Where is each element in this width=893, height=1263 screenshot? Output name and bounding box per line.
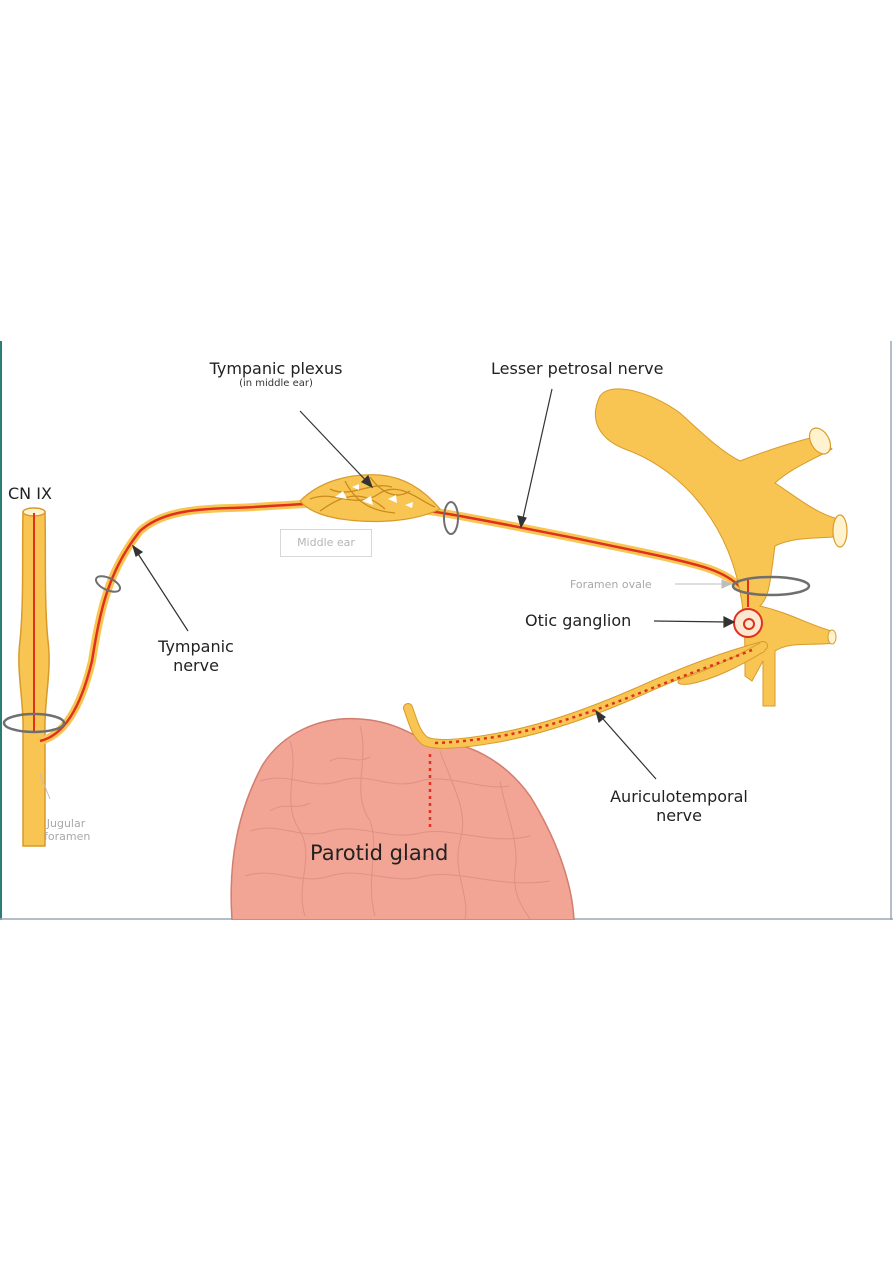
diagram-panel: CN IX Tympanic plexus (in middle ear) Le… xyxy=(0,341,893,920)
parotid-gland xyxy=(230,717,575,920)
otic-ganglion-label: Otic ganglion xyxy=(525,611,632,630)
jugular-foramen-line1: Jugular xyxy=(46,817,86,830)
tympanic-plexus-arrowhead xyxy=(360,474,374,489)
auriculotemporal-label: Auriculotemporal nerve xyxy=(594,787,764,825)
otic-ganglion-pointer xyxy=(653,620,729,623)
tympanic-nerve-path xyxy=(36,498,744,745)
auriculotemporal-arrowhead xyxy=(594,709,607,724)
auriculotemporal-nerve xyxy=(403,641,768,829)
preganglionic-fiber xyxy=(39,501,741,743)
foramen-ovale-arrowhead xyxy=(721,579,733,589)
foramen-ovale-ring xyxy=(731,575,811,597)
tympanic-nerve-line2: nerve xyxy=(173,656,219,676)
tympanic-nerve-arrowhead xyxy=(131,544,144,557)
cn-ix-label: CN IX xyxy=(8,484,52,503)
lesser-petrosal-arrowhead xyxy=(517,515,527,529)
jugular-foramen-label: Jugular foramen xyxy=(44,817,91,844)
otic-ganglion-arrowhead xyxy=(723,616,736,628)
lesser-petrosal-pointer xyxy=(520,388,553,528)
tympanic-plexus-pointer xyxy=(299,410,373,488)
foramen-ovale-label: Foramen ovale xyxy=(570,578,652,591)
auriculotemporal-line1: Auriculotemporal xyxy=(610,787,748,806)
lesser-petrosal-label: Lesser petrosal nerve xyxy=(491,359,664,378)
auriculotemporal-pointer xyxy=(595,710,657,780)
tympanic-plexus-title: Tympanic plexus xyxy=(209,359,343,378)
petrous-ring xyxy=(443,501,459,535)
tympanic-nerve-label: Tympanic nerve xyxy=(146,637,246,675)
mandibular-nerve-trunk xyxy=(595,388,848,707)
tympanic-plexus-network xyxy=(299,474,441,523)
tympanic-nerve-pointer xyxy=(132,545,189,632)
jugular-foramen-ring xyxy=(2,712,66,734)
auriculotemporal-line2: nerve xyxy=(656,806,702,826)
parotid-gland-label: Parotid gland xyxy=(310,841,449,865)
otic-ganglion-shape xyxy=(733,579,763,638)
tympanic-plexus-label: Tympanic plexus (in middle ear) xyxy=(186,359,366,390)
cn-ix-trunk xyxy=(18,507,50,847)
nerve-diagram xyxy=(0,341,893,920)
jugular-foramen-line2: foramen xyxy=(44,830,91,844)
middle-ear-label: Middle ear xyxy=(280,529,372,557)
jugular-foramen-pointer xyxy=(39,773,51,800)
tympanic-nerve-line1: Tympanic xyxy=(158,637,234,656)
tympanic-canaliculus-ring xyxy=(94,575,122,593)
tympanic-plexus-subtitle: (in middle ear) xyxy=(239,378,313,390)
